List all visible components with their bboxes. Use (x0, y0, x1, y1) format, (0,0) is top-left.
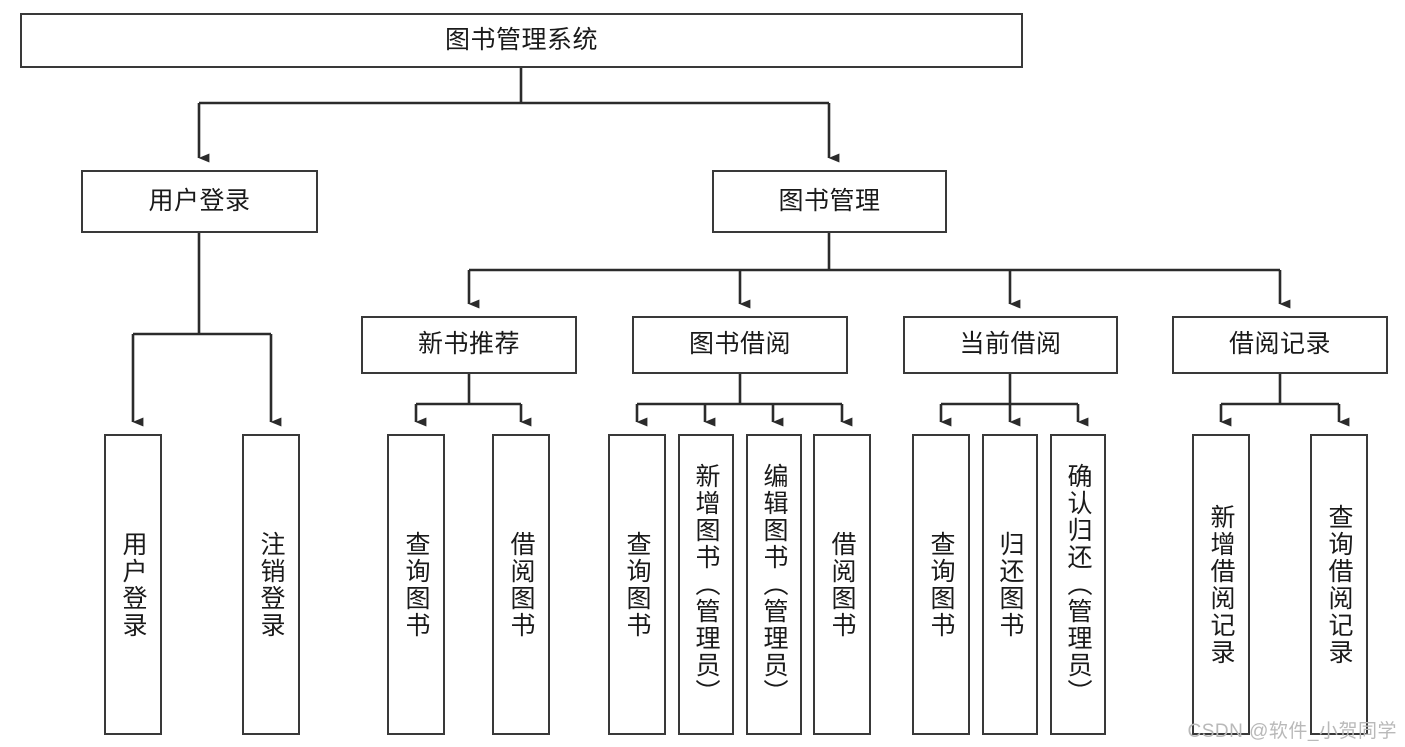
csdn-watermark: CSDN @软件_小贺同学 (1187, 721, 1397, 742)
node-label: 借阅图书 (507, 530, 535, 639)
leaf-confirm-return-admin[interactable]: 确认归还（管理员） (1050, 434, 1106, 735)
node-label: 确认归还（管理员） (1064, 463, 1092, 706)
node-label: 查询借阅记录 (1325, 503, 1353, 666)
node-label: 借阅图书 (828, 530, 856, 639)
leaf-return-book[interactable]: 归还图书 (982, 434, 1038, 735)
node-label: 用户登录 (119, 530, 147, 639)
leaf-logout[interactable]: 注销登录 (242, 434, 300, 735)
node-label: 新增图书（管理员） (692, 463, 720, 706)
node-book-borrow[interactable]: 图书借阅 (632, 316, 848, 374)
leaf-query-book-recommend[interactable]: 查询图书 (387, 434, 445, 735)
leaf-add-book-admin[interactable]: 新增图书（管理员） (678, 434, 734, 735)
node-label: 借阅记录 (1228, 330, 1331, 359)
node-label: 归还图书 (996, 530, 1024, 639)
node-label: 编辑图书（管理员） (760, 463, 788, 706)
node-label: 图书借阅 (688, 330, 791, 359)
leaf-query-book-borrow[interactable]: 查询图书 (608, 434, 666, 735)
node-label: 新书推荐 (417, 330, 520, 359)
node-label: 查询图书 (402, 530, 430, 639)
leaf-borrow-book-recommend[interactable]: 借阅图书 (492, 434, 550, 735)
node-current-borrow[interactable]: 当前借阅 (903, 316, 1118, 374)
node-label: 新增借阅记录 (1207, 503, 1235, 666)
leaf-edit-book-admin[interactable]: 编辑图书（管理员） (746, 434, 802, 735)
leaf-user-login[interactable]: 用户登录 (104, 434, 162, 735)
leaf-query-borrow-record[interactable]: 查询借阅记录 (1310, 434, 1368, 735)
node-borrow-record[interactable]: 借阅记录 (1172, 316, 1388, 374)
leaf-borrow-book[interactable]: 借阅图书 (813, 434, 871, 735)
node-user-login[interactable]: 用户登录 (81, 170, 318, 233)
node-label: 用户登录 (148, 186, 251, 215)
node-new-book-recommend[interactable]: 新书推荐 (361, 316, 577, 374)
leaf-add-borrow-record[interactable]: 新增借阅记录 (1192, 434, 1250, 735)
node-label: 图书管理系统 (444, 25, 598, 54)
node-label: 查询图书 (927, 530, 955, 639)
node-root-book-management-system[interactable]: 图书管理系统 (20, 13, 1023, 68)
node-label: 当前借阅 (959, 330, 1062, 359)
node-label: 图书管理 (778, 186, 881, 215)
node-book-management[interactable]: 图书管理 (712, 170, 947, 233)
node-label: 注销登录 (257, 530, 285, 639)
node-label: 查询图书 (623, 530, 651, 639)
leaf-query-book-current[interactable]: 查询图书 (912, 434, 970, 735)
